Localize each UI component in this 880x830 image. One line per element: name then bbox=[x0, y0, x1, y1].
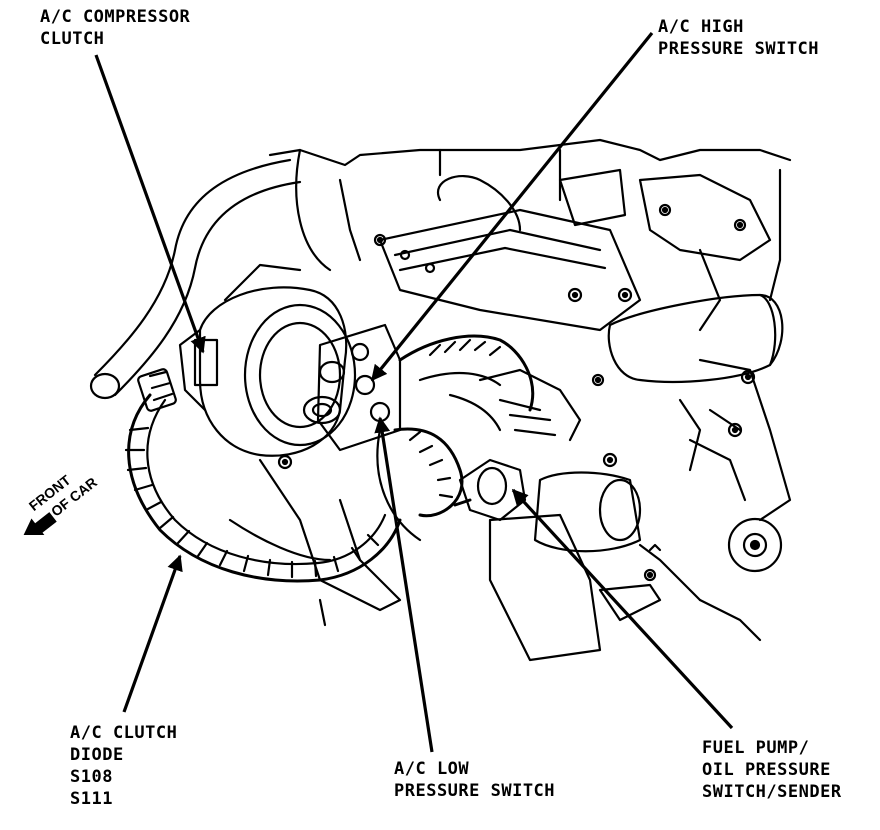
label-line: CLUTCH bbox=[40, 29, 105, 49]
front-arrow-icon bbox=[19, 512, 57, 535]
label-high-pressure-switch: A/C HIGH PRESSURE SWITCH bbox=[658, 16, 819, 60]
label-line: PRESSURE SWITCH bbox=[658, 39, 820, 59]
label-low-pressure-switch: A/C LOW PRESSURE SWITCH bbox=[394, 758, 555, 802]
label-clutch-diode: A/C CLUTCH DIODE S108 S111 bbox=[70, 722, 177, 810]
label-line: A/C LOW bbox=[394, 759, 470, 779]
label-line: S108 bbox=[70, 767, 113, 787]
clutch-diode-harness bbox=[124, 368, 402, 583]
label-line: PRESSURE SWITCH bbox=[394, 781, 556, 801]
arrow-clutch-diode bbox=[122, 554, 183, 713]
front-of-car-indicator: FRONT OF CAR bbox=[19, 471, 100, 535]
label-line: A/C HIGH bbox=[658, 17, 744, 37]
label-line: A/C CLUTCH bbox=[70, 723, 178, 743]
label-line: A/C COMPRESSOR bbox=[40, 7, 191, 27]
arrow-high-pressure-switch bbox=[370, 31, 654, 382]
pointer-arrows bbox=[94, 31, 734, 753]
label-compressor-clutch: A/C COMPRESSOR CLUTCH bbox=[40, 6, 190, 50]
arrow-compressor-clutch bbox=[94, 54, 206, 354]
arrow-fuel-pump-switch bbox=[511, 488, 734, 730]
label-fuel-pump-switch: FUEL PUMP/ OIL PRESSURE SWITCH/SENDER bbox=[702, 737, 842, 803]
label-line: OIL PRESSURE bbox=[702, 760, 831, 780]
label-line: SWITCH/SENDER bbox=[702, 782, 842, 802]
label-line: DIODE bbox=[70, 745, 124, 765]
arrow-low-pressure-switch bbox=[374, 416, 434, 753]
label-line: FUEL PUMP/ bbox=[702, 738, 810, 758]
label-line: S111 bbox=[70, 789, 113, 809]
engine-drawing bbox=[89, 138, 792, 662]
